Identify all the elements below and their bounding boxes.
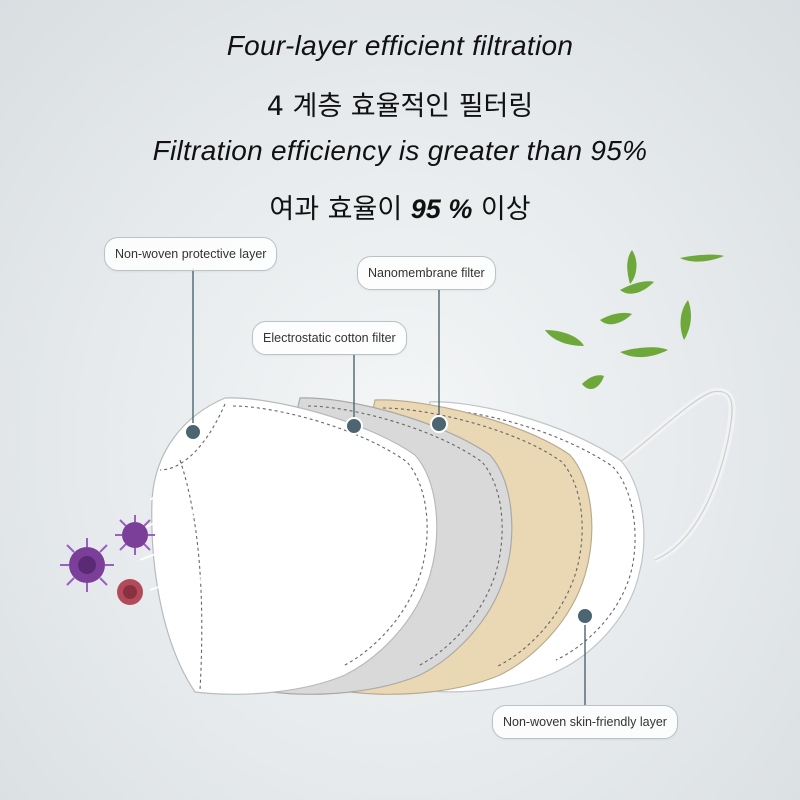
airflow-lines [139, 476, 301, 596]
label-nanomembrane: Nanomembrane filter [357, 256, 496, 290]
virus-icon [60, 538, 114, 592]
pointer-nano [430, 290, 448, 433]
virus-icon [115, 515, 155, 555]
pointer-electro [345, 354, 363, 435]
headline-ko-1: 4 계층 효율적인 필터링 [266, 91, 534, 122]
headline-ko-2: 여과 효율이 95 % 이상 [0, 187, 800, 226]
headline-en-1: Four-layer efficient filtration [226, 30, 574, 61]
headline-ko-2-post: 이상 [472, 194, 531, 225]
headline-en-2: Filtration efficiency is greater than 95… [152, 135, 648, 166]
headline-ko-2-percent: 95 % [410, 194, 473, 224]
virus-icon [117, 579, 143, 605]
pointer-outer [184, 268, 202, 441]
layer-protective [151, 397, 438, 695]
label-inner-layer: Non-woven skin-friendly layer [492, 705, 678, 739]
label-outer-layer: Non-woven protective layer [104, 237, 278, 271]
pointer-inner [576, 607, 594, 705]
label-electrostatic: Electrostatic cotton filter [252, 321, 407, 355]
headline-ko-2-pre: 여과 효율이 [269, 194, 411, 225]
leaves [545, 250, 724, 390]
